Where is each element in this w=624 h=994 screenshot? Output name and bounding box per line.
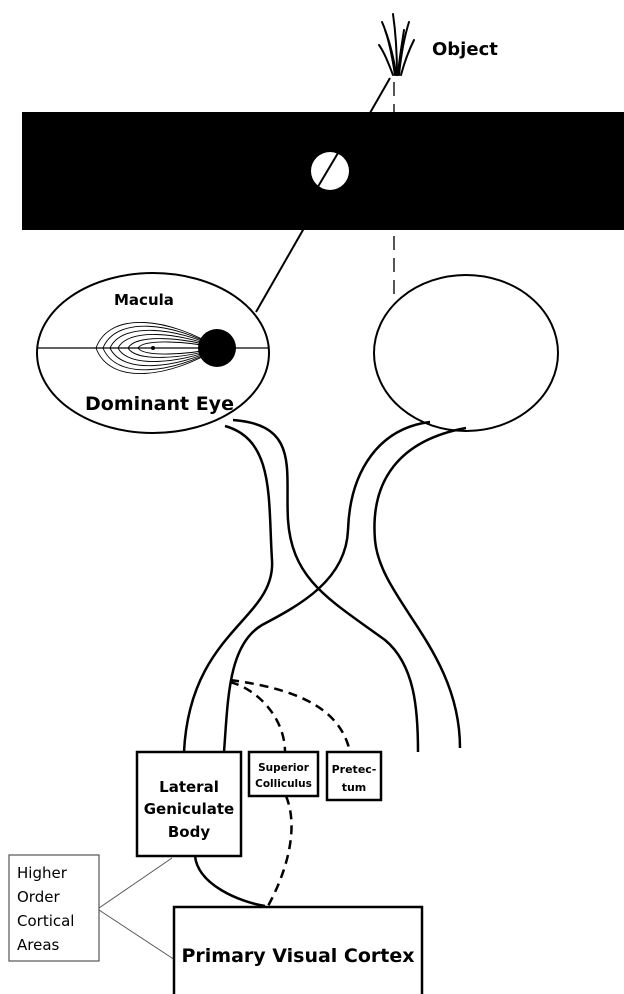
non-dominant-eye: [374, 275, 558, 431]
pretectum-label-line2: tum: [342, 781, 367, 794]
higher-label-line3: Cortical: [17, 912, 74, 930]
optic-pathways: [184, 420, 466, 752]
optic-disc: [198, 329, 236, 367]
higher-label-line4: Areas: [17, 936, 60, 954]
lgb-label-line3: Body: [168, 823, 210, 841]
pinhole: [311, 152, 349, 190]
lgb-label-line1: Lateral: [159, 778, 219, 796]
macula-label: Macula: [114, 291, 174, 309]
cortex-to-higher-connector: [99, 910, 175, 960]
primary-cortex-label: Primary Visual Cortex: [181, 945, 414, 967]
dominant-eye-label: Dominant Eye: [85, 393, 234, 415]
higher-label-line2: Order: [17, 888, 60, 906]
lgb-to-cortex-path: [195, 856, 265, 906]
sc-label-line1: Superior: [258, 762, 310, 774]
pretectum-label-line1: Pretec-: [332, 763, 377, 776]
object-label: Object: [432, 39, 498, 60]
lgb-label-line2: Geniculate: [144, 800, 234, 818]
lgb-to-higher-connector: [99, 858, 172, 908]
fovea-dot: [151, 346, 155, 350]
object-plant-icon: [379, 14, 414, 75]
sc-label-line2: Colliculus: [255, 778, 312, 790]
higher-label-line1: Higher: [17, 864, 68, 882]
